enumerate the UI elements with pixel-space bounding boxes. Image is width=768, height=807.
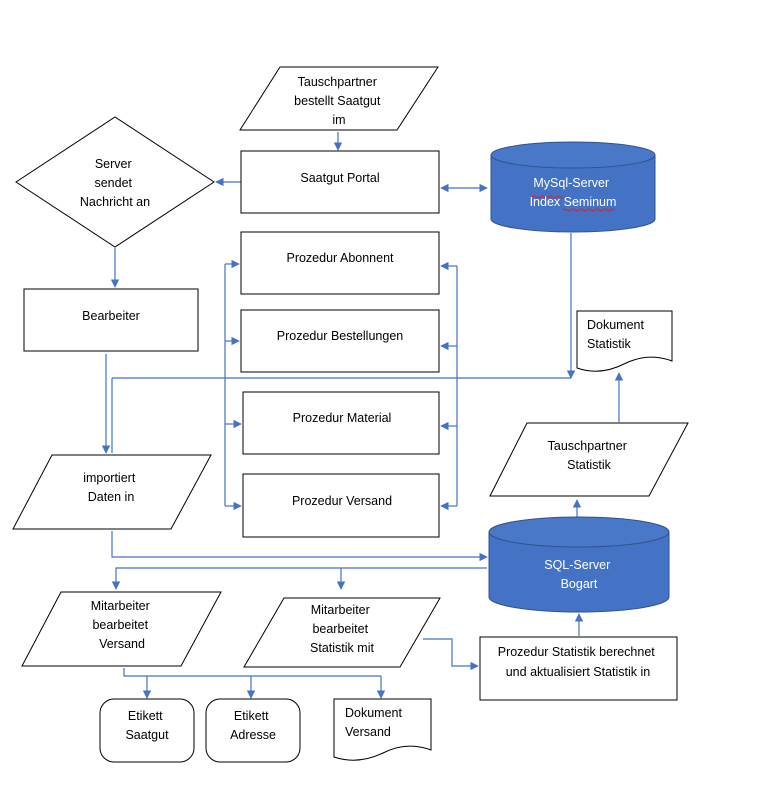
labels: Tauschpartner bestellt Saatgut im Server…	[80, 75, 659, 742]
shapes	[12, 66, 689, 763]
prozedur-material-shape	[242, 391, 440, 455]
dokument-statistik-label: Dokument Statistik	[587, 318, 647, 351]
bearbeiter-shape	[23, 288, 199, 352]
connector-sql-to-mitarbeiter-versand	[111, 567, 487, 590]
server-sendet-label: Server sendet Nachricht an	[80, 157, 150, 209]
importiert-label: importiert Daten in	[83, 471, 139, 504]
dokument-versand-label: Dokument Versand	[345, 706, 405, 739]
prozedur-statistik-shape	[479, 636, 678, 701]
server-sendet-shape	[15, 116, 215, 248]
tausch-bestellt-shape	[239, 66, 439, 131]
saatgut-portal-label: Saatgut Portal	[300, 171, 379, 185]
mysql-server-label: MySql-Server Index Seminum	[530, 176, 617, 209]
tausch-bestellt-label: Tauschpartner bestellt Saatgut im	[294, 75, 384, 127]
connector-import-to-sql	[111, 531, 488, 562]
dokument-statistik-shape	[576, 310, 673, 372]
mitarbeiter-statistik-label: Mitarbeiter bearbeitet Statistik mit	[310, 603, 374, 655]
connector-mitarbeiter-to-prozedur-statistik	[423, 638, 479, 671]
sql-server-label: SQL-Server Bogart	[544, 558, 613, 591]
prozedur-statistik-label: Prozedur Statistik berechnet und aktuali…	[498, 645, 659, 679]
prozedur-versand-shape	[242, 473, 440, 538]
prozedur-bestellungen-label: Prozedur Bestellungen	[277, 329, 404, 343]
connectors	[101, 132, 624, 699]
prozedur-material-label: Prozedur Material	[293, 411, 392, 425]
mitarbeiter-versand-label: Mitarbeiter bearbeitet Versand	[91, 599, 154, 651]
prozedur-bestellungen-shape	[240, 309, 440, 373]
sql-server-shape	[488, 516, 670, 613]
tausch-statistik-label: Tauschpartner Statistik	[548, 439, 631, 472]
bearbeiter-label: Bearbeiter	[82, 309, 140, 323]
prozedur-abonnent-label: Prozedur Abonnent	[286, 251, 394, 265]
etikett-saatgut-shape	[99, 698, 195, 763]
mitarbeiter-statistik-shape	[243, 597, 441, 668]
etikett-adresse-shape	[205, 698, 301, 763]
tausch-statistik-shape	[489, 422, 689, 497]
prozedur-abonnent-shape	[240, 231, 440, 295]
prozedur-versand-label: Prozedur Versand	[292, 494, 392, 508]
etikett-adresse-label: Etikett Adresse	[230, 709, 276, 742]
dokument-versand-shape	[333, 698, 432, 761]
etikett-saatgut-label: Etikett Saatgut	[125, 709, 169, 742]
connector-versand-output-bus	[123, 668, 381, 677]
mitarbeiter-versand-shape	[21, 591, 222, 667]
mysql-server-shape	[490, 141, 656, 233]
importiert-shape	[12, 454, 212, 530]
saatgut-portal-shape	[240, 150, 440, 214]
